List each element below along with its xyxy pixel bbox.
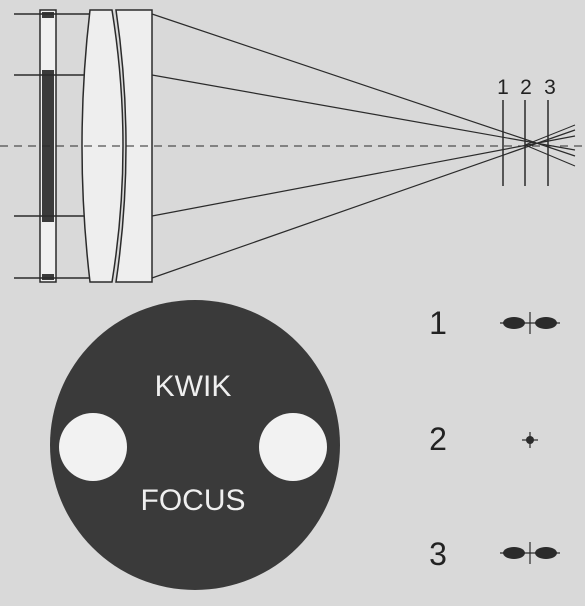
light-ray — [151, 13, 576, 157]
light-ray — [151, 74, 576, 151]
mask-slab-hole-top — [42, 18, 54, 70]
result-label-2: 2 — [429, 421, 447, 457]
light-ray — [151, 135, 576, 217]
mask-text-kwik: KWIK — [155, 370, 232, 403]
pattern-spot-left — [503, 317, 525, 329]
result-pattern-split — [500, 542, 560, 564]
focus-mask-disc: KWIK FOCUS — [50, 300, 340, 590]
focus-results: 1 2 3 — [429, 305, 560, 572]
pattern-spot-left — [503, 547, 525, 559]
result-label-3: 3 — [429, 536, 447, 572]
focus-label-2: 2 — [520, 76, 532, 99]
focus-label-1: 1 — [497, 76, 509, 99]
ray-spread — [524, 144, 576, 167]
mask-disc — [50, 300, 340, 590]
ray-spread — [524, 124, 576, 146]
result-pattern-point — [522, 432, 538, 448]
result-pattern-split — [500, 312, 560, 334]
mask-hole-left — [59, 413, 127, 481]
result-label-1: 1 — [429, 305, 447, 341]
light-ray — [151, 129, 576, 279]
pattern-spot-right — [535, 547, 557, 559]
mask-text-focus: FOCUS — [141, 484, 246, 517]
focus-label-3: 3 — [544, 76, 556, 99]
mask-hole-right — [259, 413, 327, 481]
optical-assembly — [0, 9, 585, 283]
mask-slab-hole-bottom — [42, 222, 54, 274]
pattern-spot-right — [535, 317, 557, 329]
pattern-spot-center — [526, 436, 534, 444]
